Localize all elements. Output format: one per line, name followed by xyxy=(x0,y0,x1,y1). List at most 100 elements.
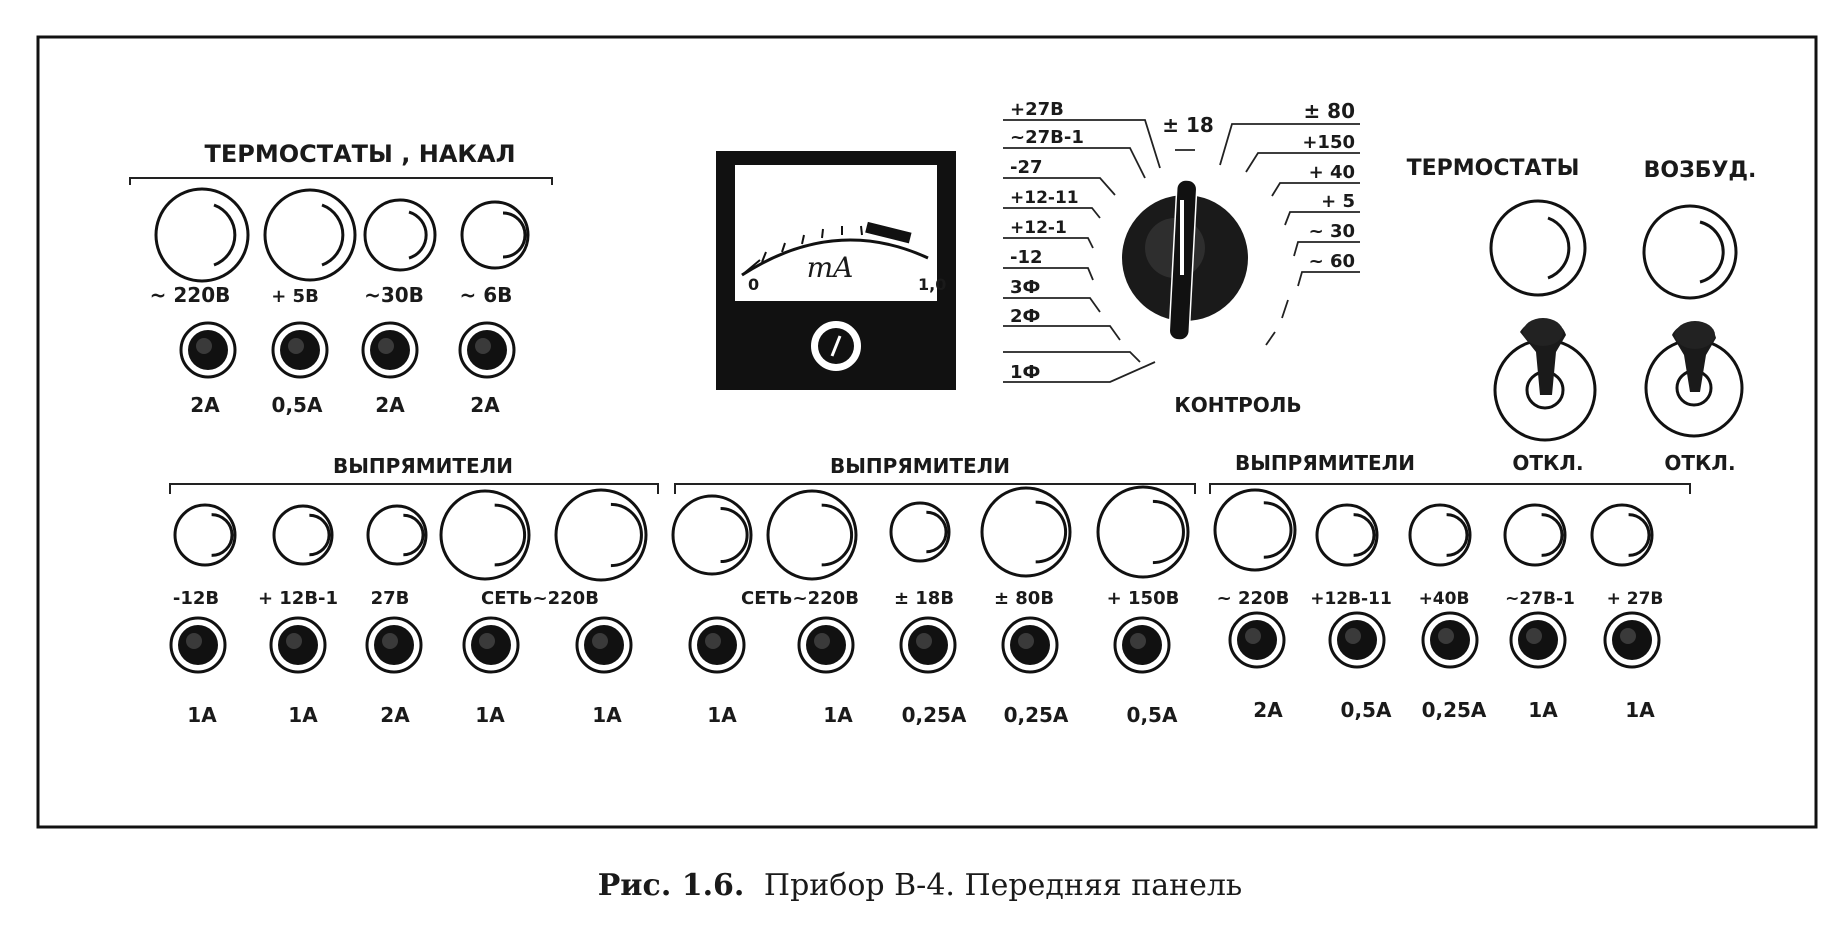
fuse-voltage-label: + 27В xyxy=(1607,589,1664,609)
section-title-thermostats-heat: ТЕРМОСТАТЫ , НАКАЛ xyxy=(204,140,515,168)
section-title-rectifiers-3: ВЫПРЯМИТЕЛИ xyxy=(1235,451,1415,475)
switch-pos-label: 1Ф xyxy=(1010,362,1040,383)
switch-pos-label: + 5 xyxy=(1321,191,1355,212)
bracket-rectifiers-2 xyxy=(674,483,1196,494)
indicator-lamp xyxy=(1503,503,1567,567)
fuse-current-label: 1А xyxy=(187,703,217,727)
bracket-rectifiers-3 xyxy=(1209,483,1691,494)
fuse-holder[interactable] xyxy=(271,321,329,379)
fuse-holder[interactable] xyxy=(169,616,227,674)
fuse-holder[interactable] xyxy=(1328,611,1386,669)
fuse-holder[interactable] xyxy=(899,616,957,674)
switch-pos-label: 3Ф xyxy=(1010,277,1040,298)
switch-pos-label: +12-11 xyxy=(1010,188,1079,208)
fuse-current-label: 1А xyxy=(1625,698,1655,722)
indicator-lamp xyxy=(1315,503,1379,567)
fuse-voltage-label: + 150В xyxy=(1107,588,1180,609)
fuse-voltage-label: ± 80В xyxy=(994,588,1054,609)
indicator-lamp xyxy=(1213,488,1297,572)
control-rotary-knob[interactable] xyxy=(1122,179,1248,341)
fuse-current-label: 1А xyxy=(288,703,318,727)
mains-label: СЕТЬ~220В xyxy=(481,588,599,609)
fuse-voltage-label: ~27В-1 xyxy=(1505,589,1575,609)
indicator-lamp xyxy=(766,489,858,581)
switch-pos-label: 2Ф xyxy=(1010,306,1040,327)
fuse-holder[interactable] xyxy=(462,616,520,674)
fuse-current-label: 2А xyxy=(375,393,405,417)
fuse-current-label: 0,5А xyxy=(272,393,323,417)
fuse-holder[interactable] xyxy=(1421,611,1479,669)
fuse-current-label: 0,25А xyxy=(902,703,967,727)
indicator-lamp xyxy=(439,489,531,581)
indicator-lamp xyxy=(1408,503,1472,567)
fuse-current-label: 0,25А xyxy=(1004,703,1069,727)
fuse-holder[interactable] xyxy=(458,321,516,379)
figure-caption: Рис. 1.6. Прибор В-4. Передняя панель xyxy=(598,868,1242,903)
section-title-rectifiers-2: ВЫПРЯМИТЕЛИ xyxy=(830,454,1010,478)
fuse-current-label: 0,5А xyxy=(1127,703,1178,727)
fuse-voltage-label: ~ 220В xyxy=(1217,588,1290,609)
section-title-rectifiers-1: ВЫПРЯМИТЕЛИ xyxy=(333,454,513,478)
toggle-off-label: ОТКЛ. xyxy=(1512,451,1583,475)
control-switch-leads xyxy=(1003,119,1360,383)
fuse-current-label: 2А xyxy=(380,703,410,727)
indicator-lamp xyxy=(980,486,1072,578)
fuse-holder[interactable] xyxy=(361,321,419,379)
switch-pos-label: ± 18 xyxy=(1162,113,1214,137)
fuse-holder[interactable] xyxy=(1603,611,1661,669)
indicator-lamp-2 xyxy=(263,188,357,282)
fuse-voltage-label: +40В xyxy=(1419,589,1470,609)
fuse-holder[interactable] xyxy=(1001,616,1059,674)
indicator-lamp-1 xyxy=(154,187,250,283)
fuse-voltage-label: ± 18В xyxy=(894,588,954,609)
fuse-holder[interactable] xyxy=(179,321,237,379)
fuse-current-label: 2А xyxy=(1253,698,1283,722)
switch-pos-label: +27В xyxy=(1010,99,1064,120)
fuse-holder[interactable] xyxy=(688,616,746,674)
fuse-holder[interactable] xyxy=(1113,616,1171,674)
indicator-lamp-thermostats xyxy=(1489,199,1587,297)
bracket-rectifiers-1 xyxy=(169,483,659,494)
fuse-holder[interactable] xyxy=(365,616,423,674)
fuse-current-label: 1А xyxy=(592,703,622,727)
toggle-switch-excitation[interactable] xyxy=(1644,321,1744,438)
fuse-holder[interactable] xyxy=(797,616,855,674)
milliammeter: 0 1,0 mA xyxy=(716,151,956,390)
caption-text: Прибор В-4. Передняя панель xyxy=(764,868,1242,903)
meter-zero-adjust-knob[interactable] xyxy=(811,321,861,371)
indicator-lamp xyxy=(366,504,428,566)
bracket-thermostats-heat xyxy=(129,177,553,185)
fuse-holder[interactable] xyxy=(575,616,633,674)
meter-scale-max: 1,0 xyxy=(918,275,946,294)
fuse-holder[interactable] xyxy=(1509,611,1567,669)
switch-pos-label: +150 xyxy=(1302,132,1355,153)
fuse-voltage-label: ~ 220В xyxy=(150,283,231,307)
indicator-lamp xyxy=(671,494,753,576)
switch-pos-label: ~27В-1 xyxy=(1010,127,1084,148)
switch-pos-label: +12-1 xyxy=(1010,218,1067,238)
fuse-current-label: 1А xyxy=(475,703,505,727)
fuse-voltage-label: 27В xyxy=(371,588,410,609)
indicator-lamp xyxy=(554,488,648,582)
fuse-current-label: 1А xyxy=(707,703,737,727)
fuse-voltage-label: ~ 6В xyxy=(460,283,513,307)
fuse-holder[interactable] xyxy=(1228,611,1286,669)
indicator-lamp xyxy=(1096,485,1190,579)
switch-pos-label: + 40 xyxy=(1309,162,1355,183)
fuse-current-label: 0,25А xyxy=(1422,698,1487,722)
toggle-switch-thermostats[interactable] xyxy=(1493,318,1597,442)
fuse-current-label: 0,5А xyxy=(1341,698,1392,722)
indicator-lamp-4 xyxy=(460,200,530,270)
section-title-excitation: ВОЗБУД. xyxy=(1644,158,1757,183)
switch-pos-label: -27 xyxy=(1010,157,1043,178)
fuse-holder[interactable] xyxy=(269,616,327,674)
indicator-lamp-3 xyxy=(363,198,437,272)
fuse-current-label: 2А xyxy=(190,393,220,417)
section-title-thermostats: ТЕРМОСТАТЫ xyxy=(1407,156,1580,181)
fuse-voltage-label: + 5В xyxy=(271,286,319,307)
mains-label: СЕТЬ~220В xyxy=(741,588,859,609)
meter-scale-min: 0 xyxy=(748,275,759,294)
fuse-voltage-label: ~30В xyxy=(364,283,424,307)
fuse-current-label: 1А xyxy=(823,703,853,727)
meter-unit-label: mA xyxy=(807,251,854,284)
